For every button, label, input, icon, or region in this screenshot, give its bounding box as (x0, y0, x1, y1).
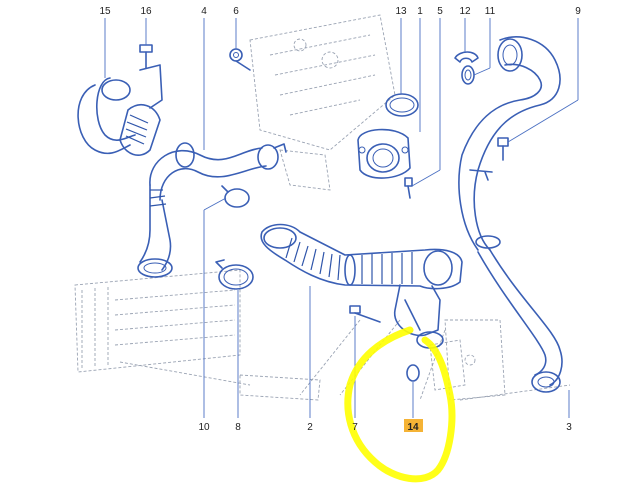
part-16-bolt (139, 44, 153, 69)
leader-lines (104, 18, 579, 418)
callout-8: 8 (235, 422, 241, 433)
highlight-marker-loop (344, 326, 456, 483)
part-11-seal (461, 65, 475, 85)
callout-6: 6 (233, 6, 239, 17)
callout-11: 11 (485, 6, 496, 17)
intercooler-ghost (74, 269, 241, 373)
part-4-hose (137, 142, 267, 278)
part-2-corrugated-hose (260, 223, 463, 349)
hose-clamp-upper (257, 143, 287, 170)
engine-ghost (249, 14, 396, 191)
callout-14: 14 (407, 422, 419, 433)
callout-10: 10 (198, 422, 210, 433)
callout-labels: 15 16 4 6 13 1 5 12 11 9 10 8 2 7 14 3 (99, 6, 581, 433)
callout-2: 2 (307, 422, 313, 433)
part-9-long-hose (458, 36, 563, 393)
part-14-o-ring (406, 364, 420, 382)
part-5-bolt (404, 177, 413, 199)
part-8-clamp (215, 259, 254, 290)
part-12-clip (454, 51, 479, 63)
callout-16: 16 (140, 6, 152, 17)
callout-9: 9 (575, 6, 581, 17)
callout-15: 15 (99, 6, 111, 17)
part-13-o-ring (385, 93, 419, 117)
part-7-bolt (349, 305, 381, 323)
callout-12: 12 (459, 6, 471, 17)
callout-7: 7 (352, 422, 358, 433)
part-9-bolt (497, 137, 509, 161)
callout-14-badge (404, 419, 423, 432)
callout-1: 1 (417, 6, 423, 17)
part-1-throttle-body (357, 128, 411, 179)
callout-4: 4 (201, 6, 207, 17)
part-15-hose (77, 64, 163, 156)
callout-13: 13 (395, 6, 407, 17)
callout-3: 3 (566, 422, 572, 433)
lower-engine-ghost (119, 319, 571, 401)
part-6-grommet (229, 48, 251, 71)
part-10-clamp (221, 185, 250, 208)
callout-5: 5 (437, 6, 443, 17)
